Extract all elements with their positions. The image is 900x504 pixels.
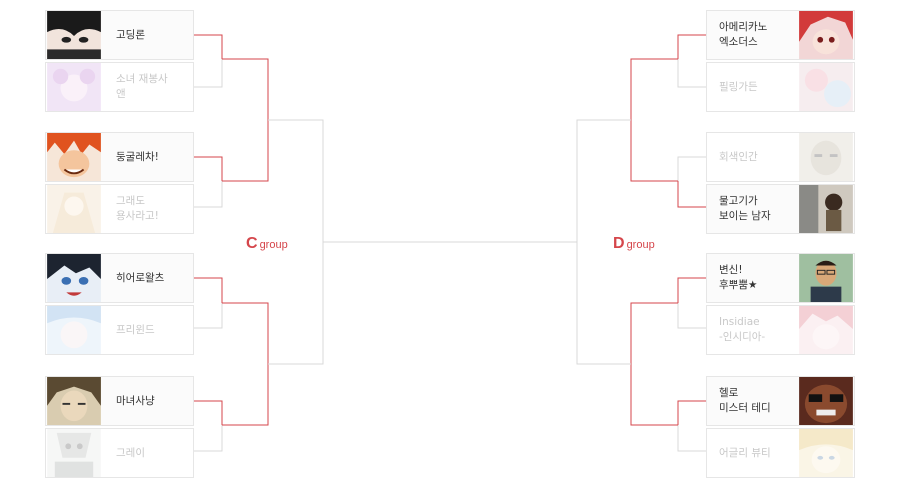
webtoon-thumbnail[interactable] (46, 133, 102, 181)
webtoon-thumbnail[interactable] (798, 11, 854, 59)
c-group-letter: C (246, 235, 258, 252)
webtoon-title[interactable]: 소녀 재봉사 앤 (116, 73, 168, 100)
bracket-entry[interactable]: 소녀 재봉사 앤 (45, 62, 194, 112)
right-round2-connectors (576, 58, 678, 426)
webtoon-thumbnail[interactable] (798, 306, 854, 354)
webtoon-thumbnail[interactable] (798, 133, 854, 181)
bracket-entry[interactable]: 마녀사냥 (45, 376, 194, 426)
webtoon-title[interactable]: 프리윈드 (116, 323, 155, 336)
bracket-entry[interactable]: 헬로 미스터 테디 (706, 376, 855, 426)
webtoon-thumbnail[interactable] (798, 185, 854, 233)
webtoon-thumbnail[interactable] (798, 63, 854, 111)
bracket-entry[interactable]: 변신! 후뿌뿜★ (706, 253, 855, 303)
webtoon-title[interactable]: 헬로 미스터 테디 (719, 387, 771, 414)
webtoon-thumbnail[interactable] (798, 254, 854, 302)
webtoon-thumbnail[interactable] (46, 11, 102, 59)
webtoon-thumbnail[interactable] (46, 306, 102, 354)
right-pair-connectors (677, 34, 706, 452)
webtoon-thumbnail[interactable] (46, 185, 102, 233)
webtoon-title[interactable]: 물고기가 보이는 남자 (719, 195, 771, 222)
bracket-entry[interactable]: 어글리 뷰티 (706, 428, 855, 478)
left-round2-connectors (222, 58, 577, 426)
webtoon-title[interactable]: 그레이 (116, 446, 145, 459)
webtoon-title[interactable]: 고딩론 (116, 28, 145, 41)
d-group-letter: D (613, 235, 625, 252)
left-pair-connectors (194, 34, 223, 452)
webtoon-thumbnail[interactable] (46, 63, 102, 111)
bracket-entry[interactable]: 히어로왈츠 (45, 253, 194, 303)
bracket-entry[interactable]: 회색인간 (706, 132, 855, 182)
bracket-entry[interactable]: 고딩론 (45, 10, 194, 60)
webtoon-thumbnail[interactable] (798, 377, 854, 425)
webtoon-thumbnail[interactable] (46, 254, 102, 302)
bracket-entry[interactable]: 그레이 (45, 428, 194, 478)
c-group-suffix: group (259, 239, 288, 251)
webtoon-title[interactable]: 히어로왈츠 (116, 271, 165, 284)
d-group-suffix: group (626, 239, 655, 251)
bracket-entry[interactable]: 그래도 용사라고! (45, 184, 194, 234)
webtoon-title[interactable]: 회색인간 (719, 150, 758, 163)
webtoon-thumbnail[interactable] (46, 377, 102, 425)
webtoon-title[interactable]: 어글리 뷰티 (719, 446, 771, 459)
webtoon-thumbnail[interactable] (46, 429, 102, 477)
webtoon-title[interactable]: Insidiae -인시디아- (719, 316, 766, 343)
webtoon-title[interactable]: 그래도 용사라고! (116, 195, 159, 222)
webtoon-title[interactable]: 둥굴레차! (116, 150, 159, 163)
webtoon-title[interactable]: 변신! 후뿌뿜★ (719, 264, 758, 291)
webtoon-thumbnail[interactable] (798, 429, 854, 477)
webtoon-title[interactable]: 마녀사냥 (116, 394, 155, 407)
bracket-entry[interactable]: 필링가든 (706, 62, 855, 112)
bracket-entry[interactable]: 아메리카노 엑소더스 (706, 10, 855, 60)
bracket-entry[interactable]: Insidiae -인시디아- (706, 305, 855, 355)
bracket-entry[interactable]: 프리윈드 (45, 305, 194, 355)
webtoon-title[interactable]: 필링가든 (719, 80, 758, 93)
bracket-entry[interactable]: 둥굴레차! (45, 132, 194, 182)
webtoon-title[interactable]: 아메리카노 엑소더스 (719, 21, 768, 48)
bracket-entry[interactable]: 물고기가 보이는 남자 (706, 184, 855, 234)
